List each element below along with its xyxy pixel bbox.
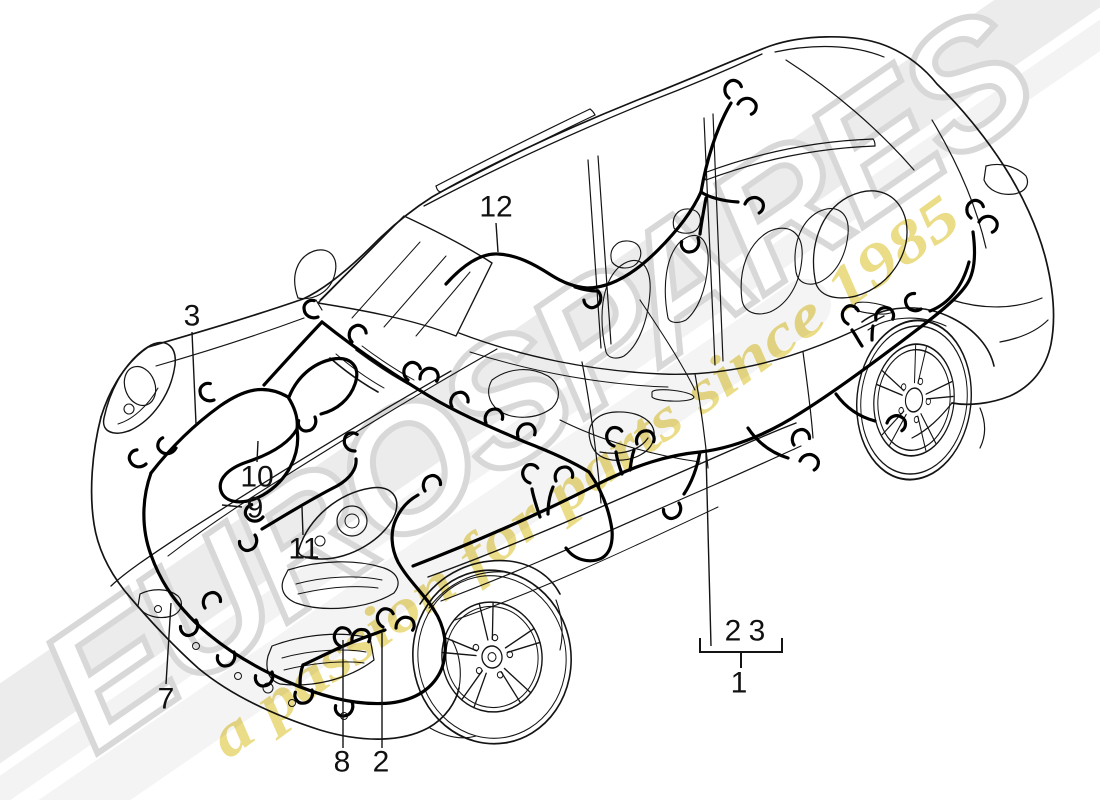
callout-10: 10: [240, 461, 273, 494]
leader-7: [165, 602, 172, 685]
callout-bracket-2: 2: [725, 615, 742, 648]
harness-11-wire: [236, 430, 362, 556]
leader-3: [191, 331, 197, 425]
callout-7: 7: [158, 683, 175, 716]
wiring-harnesses: [124, 75, 1002, 721]
harness-front-loop: [142, 470, 447, 721]
interior-seats: [488, 208, 849, 463]
rear-quarter-window: [812, 190, 908, 299]
right-headlight: [297, 486, 398, 560]
front-wheel: [412, 569, 572, 745]
front-grille: [281, 561, 399, 610]
car-line-art: [90, 35, 1055, 745]
leader-11: [301, 506, 304, 536]
harness-sill: [411, 195, 1002, 568]
pillars: [587, 113, 724, 366]
callout-9: 9: [247, 492, 264, 525]
roof-rails: [435, 108, 876, 193]
callout-8: 8: [334, 746, 351, 779]
roof-drip-rail: [423, 53, 763, 207]
callout-11: 11: [288, 533, 319, 566]
callout-1: 1: [731, 667, 748, 700]
callout-2: 2: [373, 746, 390, 779]
front-bumper-outline: [90, 416, 460, 740]
leader-9: [221, 504, 243, 508]
far-side-mirror: [294, 249, 337, 311]
callout-3: 3: [184, 300, 201, 333]
rear-end: [774, 45, 1049, 449]
taillight: [983, 163, 1029, 195]
harness-loop-9: [218, 427, 300, 504]
callout-bracket-3: 3: [749, 615, 766, 648]
harness-fender: [124, 320, 359, 504]
leader-12: [495, 222, 499, 253]
leader-10: [256, 440, 259, 463]
hood-edge: [110, 370, 452, 587]
callout-labels: 12 3 10 9 11 7 8 2 2 3 1: [158, 191, 766, 779]
harness-cowl: [299, 296, 614, 563]
callout-12: 12: [479, 191, 512, 224]
harness-roof: [444, 75, 767, 313]
rear-wheel: [855, 319, 973, 481]
callouts: [165, 222, 783, 748]
front-wheel-arch: [419, 559, 563, 651]
left-headlight: [102, 341, 176, 434]
windshield: [317, 215, 493, 337]
beltline: [458, 315, 885, 375]
leader-group-1: [705, 452, 712, 647]
harness-loop-10: [287, 356, 359, 416]
